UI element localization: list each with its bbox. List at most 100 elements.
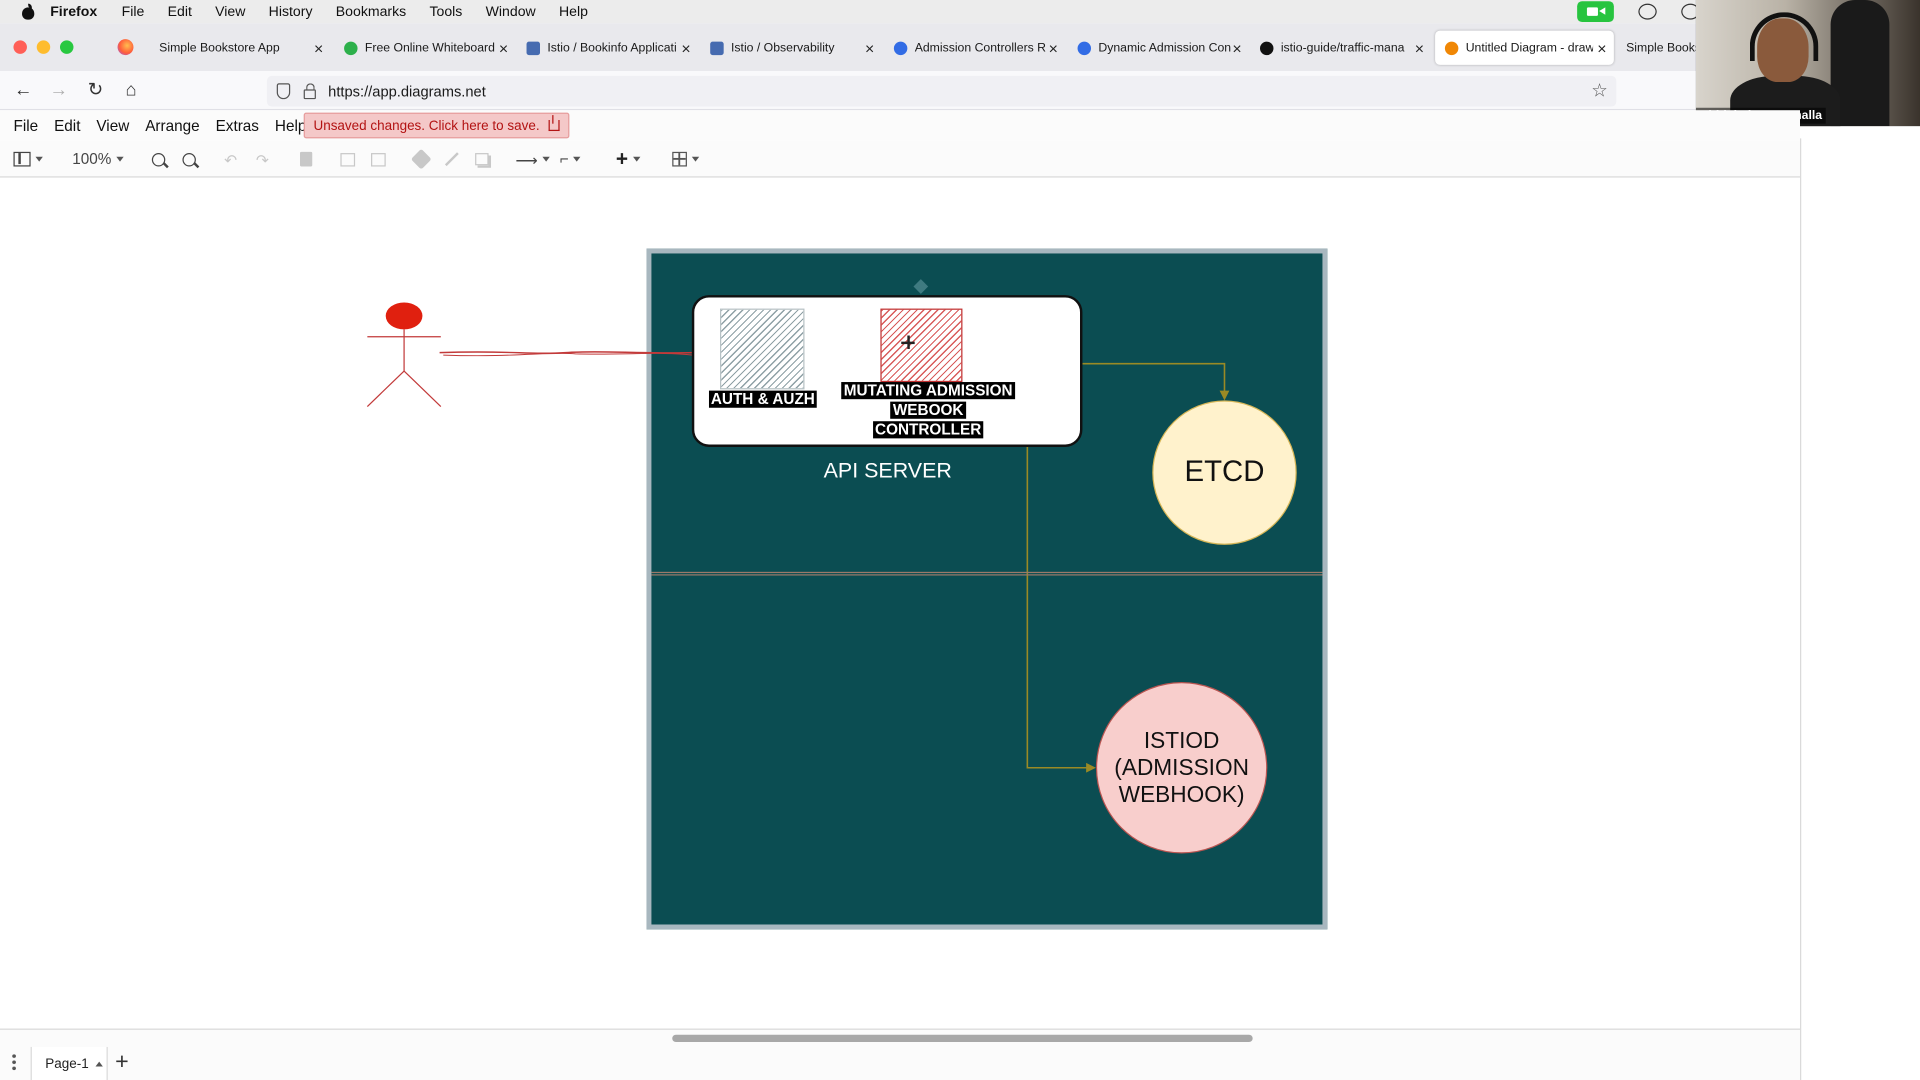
close-tab-icon[interactable]: × bbox=[864, 38, 875, 57]
close-tab-icon[interactable]: × bbox=[498, 38, 509, 57]
lock-icon[interactable] bbox=[303, 82, 316, 99]
tab-istio-guide[interactable]: istio-guide/traffic-mana × bbox=[1250, 31, 1431, 65]
mac-menu-window[interactable]: Window bbox=[485, 4, 536, 19]
tab-untitled-diagram[interactable]: Untitled Diagram - draw × bbox=[1435, 30, 1614, 65]
api-to-etcd-arrow[interactable] bbox=[1082, 362, 1226, 394]
tab-simple-bookstore[interactable]: Simple Bookstore App × bbox=[149, 31, 330, 65]
cloud-status-icon[interactable] bbox=[1638, 3, 1657, 20]
rotate-handle-icon[interactable] bbox=[913, 279, 929, 294]
facetime-icon[interactable] bbox=[1577, 1, 1614, 23]
page-bar: Page-1 + bbox=[0, 1028, 1801, 1080]
forward-arrow-icon[interactable]: → bbox=[49, 79, 68, 101]
whiteboard-favicon-icon bbox=[344, 41, 358, 55]
close-tab-icon[interactable]: × bbox=[1414, 38, 1425, 57]
drawio-menu-extras[interactable]: Extras bbox=[215, 116, 259, 135]
apple-icon[interactable] bbox=[20, 3, 37, 20]
drawio-menu-help[interactable]: Help bbox=[274, 116, 307, 135]
tab-admission-controllers[interactable]: Admission Controllers R × bbox=[884, 31, 1065, 65]
format-panel bbox=[1800, 138, 1920, 1080]
zoom-dropdown[interactable]: 100% bbox=[72, 149, 124, 169]
mac-menu-file[interactable]: File bbox=[121, 4, 145, 19]
actor-left-leg bbox=[366, 370, 405, 407]
unsaved-changes-button[interactable]: Unsaved changes. Click here to save. bbox=[303, 112, 569, 139]
add-page-icon[interactable]: + bbox=[115, 1049, 129, 1076]
etcd-circle[interactable]: ETCD bbox=[1152, 400, 1297, 545]
pages-menu-icon[interactable] bbox=[12, 1053, 16, 1072]
actor-to-api-connector[interactable] bbox=[439, 351, 694, 355]
mac-menu-help[interactable]: Help bbox=[558, 4, 588, 19]
table-dropdown[interactable] bbox=[672, 149, 700, 169]
address-bar[interactable]: https://app.diagrams.net ☆ bbox=[266, 75, 1617, 107]
fill-color-button[interactable] bbox=[410, 148, 432, 170]
to-back-button[interactable] bbox=[371, 149, 386, 169]
mac-menu-app-name[interactable]: Firefox bbox=[50, 4, 98, 19]
redo-icon: ↷ bbox=[255, 151, 269, 169]
minimize-window-button[interactable] bbox=[36, 40, 51, 54]
insert-dropdown[interactable]: + bbox=[616, 147, 641, 170]
etcd-label: ETCD bbox=[1184, 455, 1265, 489]
user-actor-icon[interactable] bbox=[365, 301, 443, 411]
undo-button[interactable]: ↶ bbox=[224, 149, 237, 169]
drawio-menu-arrange[interactable]: Arrange bbox=[145, 116, 200, 135]
to-front-button[interactable] bbox=[340, 149, 356, 169]
arrowhead-icon bbox=[1219, 390, 1230, 401]
connection-style-dropdown[interactable]: ⟶ bbox=[516, 149, 550, 169]
close-tab-icon[interactable]: × bbox=[681, 38, 691, 57]
drawio-menu-view[interactable]: View bbox=[96, 116, 130, 135]
drawio-menu-file[interactable]: File bbox=[13, 116, 39, 135]
tracking-shield-icon[interactable] bbox=[276, 83, 291, 100]
zoom-out-icon bbox=[182, 152, 196, 166]
format-panel-toggle[interactable] bbox=[13, 149, 43, 169]
unsaved-changes-label: Unsaved changes. Click here to save. bbox=[313, 118, 540, 133]
headset-icon bbox=[1749, 12, 1819, 62]
zoom-window-button[interactable] bbox=[60, 40, 74, 54]
close-tab-icon[interactable]: × bbox=[1597, 38, 1607, 57]
zoom-out-button[interactable] bbox=[182, 149, 196, 169]
tab-istio-observability[interactable]: Istio / Observability × bbox=[700, 31, 881, 65]
mac-menu-tools[interactable]: Tools bbox=[429, 4, 463, 19]
drawio-menu-edit[interactable]: Edit bbox=[54, 116, 81, 135]
zoom-in-button[interactable] bbox=[151, 149, 166, 169]
close-tab-icon[interactable]: × bbox=[1232, 38, 1242, 57]
mac-menu-view[interactable]: View bbox=[215, 4, 246, 19]
mac-menu-history[interactable]: History bbox=[268, 4, 313, 19]
waypoints-dropdown[interactable]: ⌐ bbox=[560, 149, 581, 169]
close-tab-icon[interactable]: × bbox=[1048, 38, 1058, 57]
actor-right-leg bbox=[403, 370, 442, 407]
page-tab[interactable]: Page-1 bbox=[30, 1046, 108, 1080]
shadow-button[interactable] bbox=[475, 149, 489, 169]
auth-label[interactable]: AUTH & AUZH bbox=[707, 389, 820, 409]
delete-button[interactable] bbox=[300, 149, 313, 169]
tab-dynamic-admission[interactable]: Dynamic Admission Con × bbox=[1068, 31, 1249, 65]
horizontal-scrollbar[interactable] bbox=[672, 1034, 1253, 1043]
home-icon[interactable]: ⌂ bbox=[125, 79, 137, 101]
line-color-button[interactable] bbox=[443, 149, 460, 169]
reload-icon[interactable]: ↻ bbox=[87, 79, 104, 101]
tab-whiteboard[interactable]: Free Online Whiteboard × bbox=[334, 31, 515, 65]
bookmark-star-icon[interactable]: ☆ bbox=[1591, 80, 1608, 102]
chevron-down-icon bbox=[632, 156, 641, 162]
chevron-down-icon bbox=[35, 156, 43, 162]
mac-menu-edit[interactable]: Edit bbox=[167, 4, 192, 19]
mutating-label[interactable]: MUTATING ADMISSION WEBOOK CONTROLLER bbox=[828, 381, 1029, 440]
line-color-icon bbox=[444, 152, 459, 167]
mac-menu-bookmarks[interactable]: Bookmarks bbox=[335, 4, 407, 19]
mutating-webhook-shape[interactable] bbox=[880, 308, 963, 383]
tab-istio-bookinfo[interactable]: Istio / Bookinfo Applicati × bbox=[517, 31, 698, 65]
tab-simple-books[interactable]: Simple Books bbox=[1616, 31, 1696, 65]
frame-divider-line[interactable] bbox=[651, 571, 1323, 576]
api-server-label[interactable]: API SERVER bbox=[823, 457, 952, 483]
auth-shape[interactable] bbox=[720, 308, 805, 390]
url-text[interactable]: https://app.diagrams.net bbox=[328, 82, 486, 100]
close-window-button[interactable] bbox=[13, 40, 27, 54]
webcam-overlay: Abhishek Veeramalla bbox=[1695, 0, 1920, 127]
istiod-circle[interactable]: ISTIOD (ADMISSION WEBHOOK) bbox=[1095, 682, 1268, 854]
close-tab-icon[interactable]: × bbox=[313, 38, 324, 57]
firefox-view-icon[interactable] bbox=[117, 39, 134, 56]
tab-label: istio-guide/traffic-mana bbox=[1280, 41, 1405, 55]
redo-button[interactable]: ↷ bbox=[256, 149, 269, 169]
istiod-label-line: ISTIOD bbox=[1143, 727, 1220, 754]
diagram-canvas[interactable]: AUTH & AUZH MUTATING ADMISSION WEBOOK CO… bbox=[0, 178, 1801, 1029]
tab-label: Admission Controllers R bbox=[914, 41, 1047, 55]
back-arrow-icon[interactable]: ← bbox=[14, 79, 33, 101]
